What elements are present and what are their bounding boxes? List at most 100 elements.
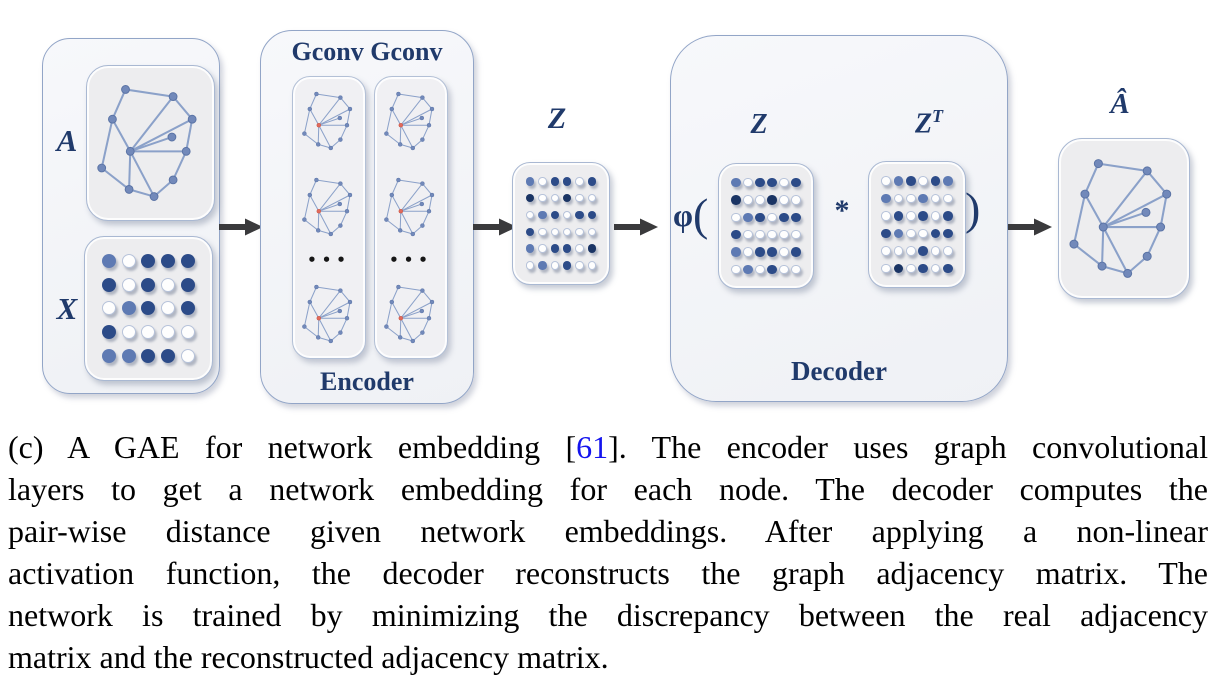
matrix-dot — [906, 211, 916, 221]
matrix-dot — [918, 263, 928, 273]
caption-text: (c) A GAE for network embedding [ — [8, 429, 577, 465]
matrix-dot — [791, 195, 801, 205]
matrix-dot — [906, 176, 916, 186]
caption-text: layers to get a network embedding for ea… — [8, 471, 1208, 507]
matrix-dot — [767, 195, 777, 205]
matrix-dot — [101, 349, 116, 364]
matrix-dot — [538, 261, 547, 270]
matrix-dot — [930, 263, 941, 273]
input-box: A X — [42, 38, 220, 394]
matrix-dot — [525, 193, 535, 203]
activation-phi-open-paren: φ( — [673, 186, 708, 244]
matrix-dot — [575, 244, 584, 253]
matrix-dot — [121, 277, 136, 292]
matrix-dot — [562, 261, 572, 270]
matrix-dot — [550, 177, 560, 186]
matrix-dot — [550, 227, 560, 237]
matrix-dot — [562, 210, 572, 220]
matrix-dot — [755, 247, 765, 257]
matrix-dot — [562, 177, 572, 186]
matrix-dot — [943, 176, 953, 186]
matrix-dot — [525, 177, 535, 186]
z-label: Z — [547, 102, 567, 135]
caption-text: pair-wise distance given network embeddi… — [8, 513, 1208, 549]
gconv-graph — [384, 284, 435, 344]
caption-line: pair-wise distance given network embeddi… — [8, 510, 1208, 552]
matrix-dot — [550, 261, 560, 270]
matrix-dot — [767, 212, 777, 223]
output-graph — [1069, 159, 1172, 278]
matrix-dot — [575, 227, 584, 237]
citation-link[interactable]: 61 — [576, 429, 609, 465]
matrix-dot — [101, 301, 116, 316]
caption-text: matrix and the reconstructed adjacency m… — [8, 639, 609, 675]
matrix-dot — [881, 211, 891, 221]
matrix-dot — [731, 195, 741, 205]
matrix-dot — [525, 261, 535, 270]
caption-text: network is trained by minimizing the dis… — [8, 597, 1208, 633]
matrix-dot — [906, 246, 916, 256]
matrix-dot — [525, 244, 535, 253]
matrix-dot — [181, 277, 196, 292]
matrix-dot — [930, 193, 941, 203]
multiply-star: * — [834, 194, 850, 227]
encoder-box: Gconv Gconv ••• ••• Encoder — [260, 30, 474, 404]
matrix-dot — [918, 228, 928, 238]
matrix-dot — [779, 264, 789, 275]
matrix-dot — [161, 349, 176, 364]
feature-matrix-label: X — [56, 291, 78, 326]
matrix-dot — [881, 228, 891, 238]
matrix-dot — [141, 277, 156, 292]
gconv-graph — [384, 177, 435, 236]
matrix-dot — [743, 177, 753, 188]
matrix-dot — [161, 325, 176, 340]
matrix-dot — [755, 264, 765, 275]
matrix-dot — [755, 229, 765, 240]
matrix-dot — [550, 193, 560, 203]
matrix-dot — [881, 263, 891, 273]
caption-line: (c) A GAE for network embedding [61]. Th… — [8, 426, 1208, 468]
matrix-dot — [906, 193, 916, 203]
gconv-column-2: ••• — [374, 76, 448, 359]
decoder-z-matrix — [718, 163, 814, 289]
matrix-dot — [743, 212, 753, 223]
caption-line: network is trained by minimizing the dis… — [8, 594, 1208, 636]
matrix-dot — [575, 210, 584, 220]
matrix-dot — [943, 263, 953, 273]
matrix-dot — [767, 264, 777, 275]
matrix-dot — [587, 193, 597, 203]
matrix-dot — [893, 263, 904, 273]
caption-line: layers to get a network embedding for ea… — [8, 468, 1208, 510]
matrix-dot — [930, 246, 941, 256]
matrix-dot — [181, 349, 196, 364]
matrix-dot — [121, 253, 136, 268]
matrix-dot — [779, 247, 789, 257]
arrow-right-icon — [473, 218, 517, 236]
arrow-right-icon — [1008, 218, 1052, 236]
matrix-dot — [943, 193, 953, 203]
matrix-dot — [575, 261, 584, 270]
matrix-dot — [791, 212, 801, 223]
adjacency-matrix-label: A — [56, 123, 78, 158]
matrix-dot — [181, 253, 196, 268]
matrix-dot — [141, 325, 156, 340]
open-paren: ( — [692, 189, 709, 240]
matrix-dot — [550, 210, 560, 220]
matrix-dot — [755, 177, 765, 188]
caption-line: activation function, the decoder reconst… — [8, 552, 1208, 594]
matrix-dot — [779, 212, 789, 223]
matrix-dot — [918, 211, 928, 221]
matrix-dot — [141, 301, 156, 316]
matrix-dot — [538, 177, 547, 186]
matrix-dot — [525, 227, 535, 237]
matrix-dot — [893, 246, 904, 256]
matrix-dot — [731, 247, 741, 257]
matrix-dot — [731, 264, 741, 275]
matrix-dot — [121, 325, 136, 340]
ellipsis: ••• — [307, 251, 351, 270]
matrix-dot — [779, 195, 789, 205]
matrix-dot — [893, 228, 904, 238]
matrix-dot — [743, 264, 753, 275]
matrix-dot — [906, 228, 916, 238]
